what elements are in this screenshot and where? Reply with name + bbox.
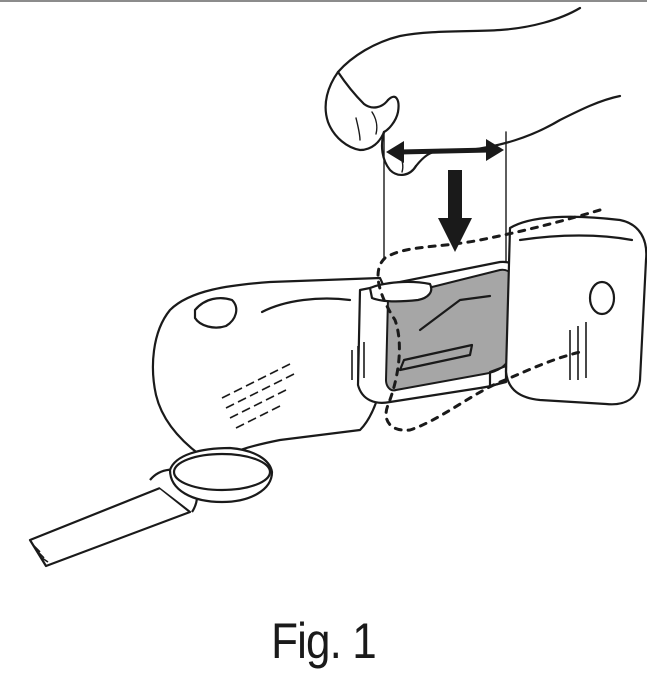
double-arrow-icon: [386, 139, 504, 163]
down-arrow-icon: [438, 170, 472, 252]
battery-icon: [488, 215, 647, 406]
vent-pattern: [221, 363, 295, 429]
grip-outline-dashed: [376, 208, 602, 432]
figure-caption: Fig. 1: [271, 613, 377, 669]
tool-grip-illustration: [0, 0, 647, 568]
multi-tool-icon: [151, 260, 530, 504]
hand-icon: [324, 6, 622, 176]
saw-blade: [28, 468, 199, 568]
